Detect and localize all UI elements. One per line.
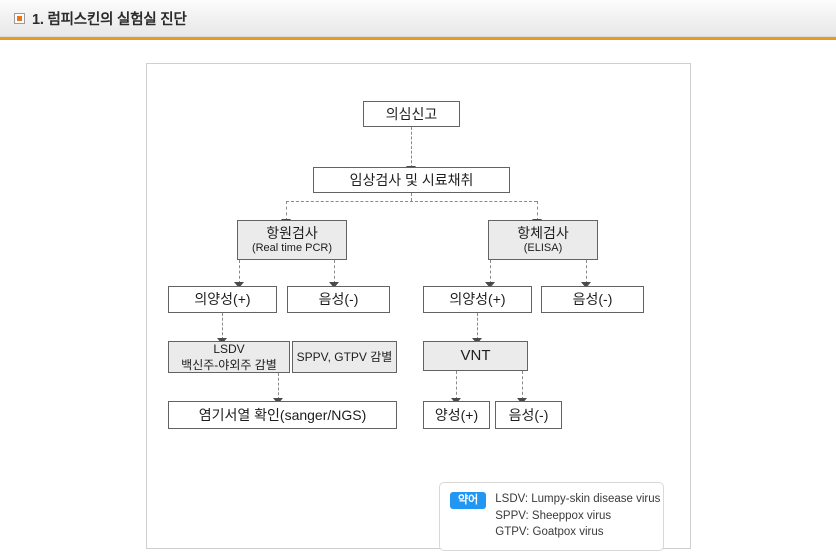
edge-clinical-antigen [286,201,287,221]
node-sppv-gtpv-differentiation[interactable]: SPPV, GTPV 감별 [292,341,397,373]
edge-vnt-neg [522,371,523,400]
edge-report-clinical [411,127,412,168]
edge-antigen-agpos [239,260,240,284]
node-antigen-label: 항원검사 [266,224,318,241]
node-antigen-negative-label: 음성(-) [318,291,359,308]
arrowhead-agpos [234,282,244,288]
diagram-frame: 의심신고 임상검사 및 시료채취 항원검사 (Real time PCR) 항체… [146,63,691,552]
page-header-bar: 1. 럼피스킨의 실험실 진단 [0,0,836,37]
node-antigen-positive-label: 의양성(+) [194,291,251,308]
header-accent-rule [0,37,836,40]
node-vnt-negative[interactable]: 음성(-) [495,401,562,429]
arrowhead-agneg [329,282,339,288]
edge-antibody-abpos [490,260,491,284]
node-antigen[interactable]: 항원검사 (Real time PCR) [237,220,347,260]
edge-clinical-split [286,201,537,202]
legend-badge: 약어 [450,492,487,510]
legend-entry-lsdv: LSDV: Lumpy-skin disease virus [495,493,661,505]
node-report[interactable]: 의심신고 [363,101,460,127]
node-report-label: 의심신고 [385,105,438,122]
node-antibody-negative-label: 음성(-) [572,291,613,308]
edge-agpos-lsdv [222,313,223,340]
edge-clinical-antibody [537,201,538,221]
arrowhead-abneg [581,282,591,288]
node-vnt[interactable]: VNT [423,341,528,371]
node-vnt-positive-label: 양성(+) [434,406,479,423]
edge-lsdv-sequencing [278,373,279,400]
square-bullet-icon [14,13,25,24]
node-lsdv-sublabel: 백신주-야외주 감별 [181,357,277,372]
node-antigen-negative[interactable]: 음성(-) [287,286,390,313]
node-sequencing-label: 염기서열 확인(sanger/NGS) [198,406,367,423]
arrowhead-abpos [485,282,495,288]
node-vnt-negative-label: 음성(-) [508,406,549,423]
legend-entry-sppv: SPPV: Sheeppox virus [495,509,612,522]
node-sppv-label: SPPV, GTPV 감별 [296,349,393,364]
legend-entries: LSDV: Lumpy-skin disease virus SPPV: She… [495,491,660,541]
page-title: 1. 럼피스킨의 실험실 진단 [32,12,187,28]
edge-antigen-agneg [334,260,335,284]
node-lsdv-differentiation[interactable]: LSDV 백신주-야외주 감별 [168,341,290,373]
edge-clinical-stem [411,193,412,201]
node-clinical[interactable]: 임상검사 및 시료채취 [313,167,510,193]
edge-antibody-abneg [586,260,587,284]
node-antigen-sublabel: (Real time PCR) [251,242,333,255]
node-clinical-label: 임상검사 및 시료채취 [349,171,474,188]
node-antibody-positive-label: 의양성(+) [449,291,506,308]
edge-vnt-pos [456,371,457,400]
node-vnt-label: VNT [460,347,491,365]
node-antigen-positive[interactable]: 의양성(+) [168,286,277,313]
node-vnt-positive[interactable]: 양성(+) [423,401,490,429]
legend-entry-gtpv: GTPV: Goatpox virus [495,526,604,539]
node-lsdv-label: LSDV [213,342,245,357]
abbreviation-legend: 약어 LSDV: Lumpy-skin disease virus SPPV: … [439,482,664,552]
node-sequencing[interactable]: 염기서열 확인(sanger/NGS) [168,401,397,429]
page-header-content: 1. 럼피스킨의 실험실 진단 [14,0,187,37]
node-antibody-label: 항체검사 [517,224,569,241]
node-antibody-sublabel: (ELISA) [523,242,563,255]
node-antibody[interactable]: 항체검사 (ELISA) [488,220,598,260]
edge-abpos-vnt [477,313,478,340]
node-antibody-negative[interactable]: 음성(-) [541,286,644,313]
node-antibody-positive[interactable]: 의양성(+) [423,286,532,313]
